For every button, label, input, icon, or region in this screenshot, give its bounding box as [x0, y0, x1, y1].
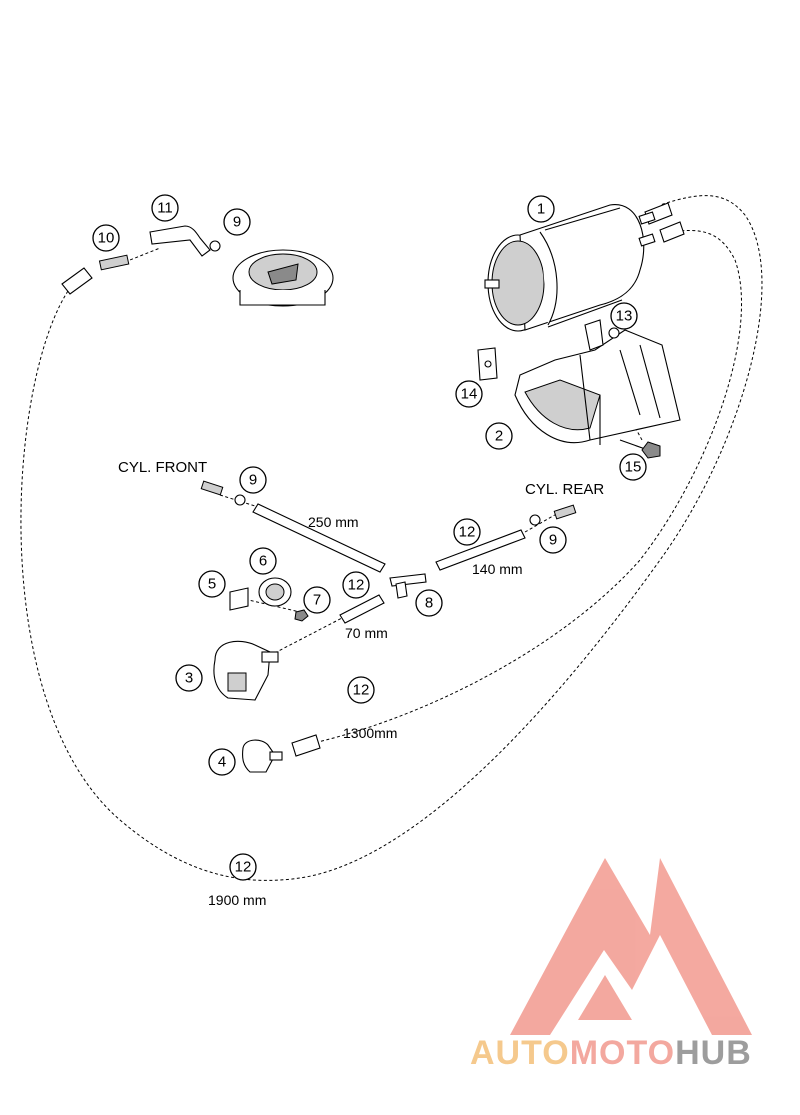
dim-70: 70 mm: [345, 625, 388, 641]
part-elbow-11: [149, 225, 211, 257]
watermark-triangle: [510, 858, 752, 1035]
callout-5: 5: [198, 570, 226, 598]
part-clamp-9-front: [234, 494, 246, 506]
dim-1900: 1900 mm: [208, 892, 266, 908]
svg-text:15: 15: [625, 459, 642, 476]
watermark-logo: AUTOMOTOHUB: [470, 858, 752, 1072]
part-fuel-cap: [232, 249, 334, 307]
callout-9-top: 9: [223, 208, 251, 236]
hose-1900: [20, 195, 763, 881]
svg-text:10: 10: [98, 230, 115, 247]
part-holder-6: [258, 577, 292, 607]
svg-text:7: 7: [313, 592, 321, 609]
callout-14: 14: [455, 380, 483, 408]
hose-1900-end-left: [61, 267, 93, 295]
svg-text:9: 9: [249, 472, 257, 489]
hose-250: [252, 503, 386, 573]
svg-text:5: 5: [208, 576, 216, 593]
hose-1300-end-top: [659, 221, 685, 243]
part-valve-4: [241, 739, 283, 773]
svg-text:12: 12: [353, 682, 370, 699]
label-cyl-rear: CYL. REAR: [525, 481, 604, 498]
part-nut-7: [294, 609, 309, 622]
callout-9-rear: 9: [539, 526, 567, 554]
hose-1300: [304, 229, 742, 746]
svg-text:12: 12: [348, 577, 365, 594]
callout-11: 11: [151, 194, 179, 222]
assembly-line-b: [524, 511, 561, 533]
hose-70: [339, 594, 385, 624]
part-canister: [484, 204, 656, 332]
assembly-line-c: [264, 617, 343, 659]
svg-text:14: 14: [461, 386, 478, 403]
callout-3: 3: [175, 664, 203, 692]
watermark-text-hub: HUB: [675, 1034, 752, 1072]
part-purge-valve-3: [213, 640, 279, 701]
callout-13: 13: [610, 302, 638, 330]
part-screw-13: [608, 327, 620, 339]
callout-8: 8: [415, 589, 443, 617]
svg-text:8: 8: [425, 595, 433, 612]
watermark-text: AUTOMOTOHUB: [470, 1034, 752, 1072]
callout-10: 10: [92, 224, 120, 252]
part-nipple-rear: [553, 504, 577, 520]
part-holder-bracket: [514, 319, 681, 445]
part-tee-8: [389, 573, 427, 599]
svg-text:4: 4: [218, 754, 226, 771]
watermark-text-moto: MOTO: [570, 1034, 675, 1072]
svg-text:9: 9: [549, 532, 557, 549]
part-bolt-15: [619, 439, 661, 459]
part-fitting-10: [98, 254, 130, 271]
part-nipple-front: [200, 480, 224, 496]
callout-4: 4: [208, 748, 236, 776]
hose-1300-end: [291, 734, 321, 757]
label-cyl-front: CYL. FRONT: [118, 459, 207, 476]
callout-12-1900: 12: [229, 853, 257, 881]
dim-140: 140 mm: [472, 561, 523, 577]
watermark-triangle-inner: [578, 975, 632, 1020]
svg-text:12: 12: [459, 524, 476, 541]
part-bracket-5: [229, 587, 249, 611]
callout-9-front: 9: [239, 466, 267, 494]
callout-12-140: 12: [453, 518, 481, 546]
svg-text:9: 9: [233, 214, 241, 231]
callout-15: 15: [619, 453, 647, 481]
callout-12-1300: 12: [347, 676, 375, 704]
part-clip-14: [477, 347, 498, 381]
hose-140: [435, 529, 526, 571]
assembly-line-d: [239, 597, 301, 613]
callout-12-70: 12: [342, 571, 370, 599]
callout-1: 1: [527, 195, 555, 223]
svg-text:2: 2: [495, 428, 503, 445]
callout-2: 2: [485, 422, 513, 450]
svg-text:11: 11: [157, 200, 173, 217]
dim-250: 250 mm: [308, 514, 359, 530]
dim-1300: 1300mm: [343, 725, 397, 741]
part-clamp-9-rear: [529, 514, 541, 526]
svg-text:6: 6: [259, 553, 267, 570]
svg-text:12: 12: [235, 859, 252, 876]
part-clamp-9-top: [209, 240, 221, 252]
svg-text:3: 3: [185, 670, 193, 687]
svg-text:13: 13: [616, 308, 633, 325]
svg-text:1: 1: [537, 201, 545, 218]
callout-7: 7: [303, 586, 331, 614]
assembly-line-e: [124, 247, 161, 263]
callout-6: 6: [249, 547, 277, 575]
watermark-text-auto: AUTO: [470, 1034, 570, 1072]
